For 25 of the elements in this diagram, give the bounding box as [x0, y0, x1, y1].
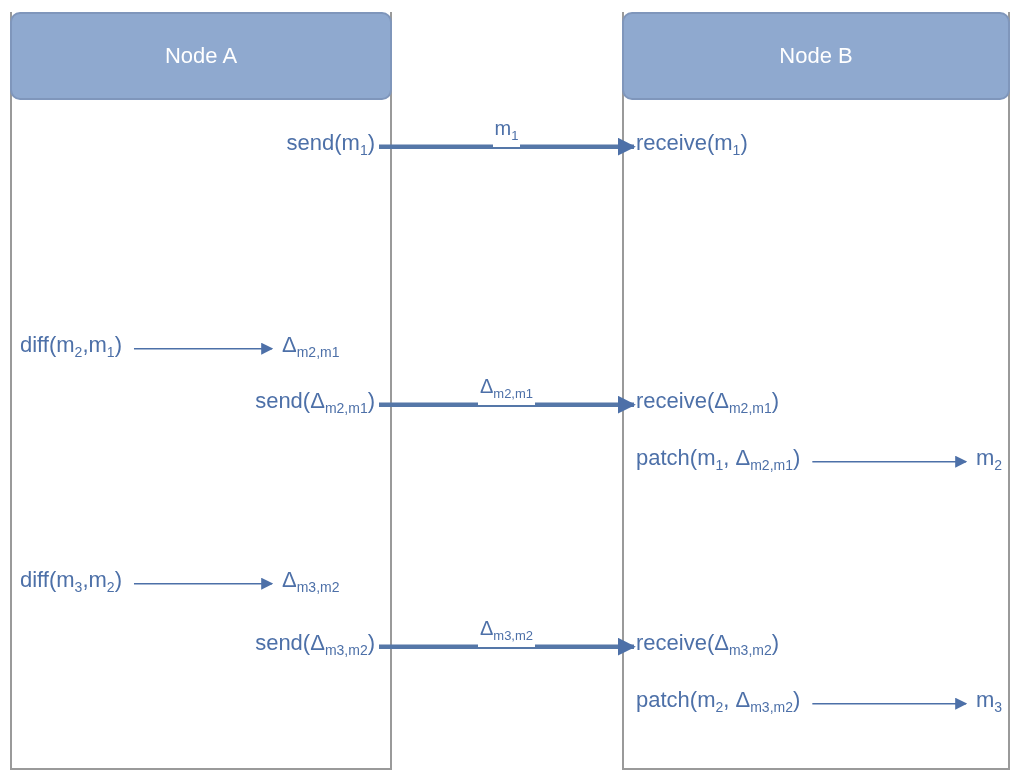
step-text: diff(m$_{2}$,m$_{1}$) — [20, 332, 122, 366]
step-text: Δ$_{m3,m2}$ — [282, 567, 340, 601]
step-text: receive(Δ$_{m2,m1}$) — [636, 388, 780, 422]
step-text: receive(m$_{1}$) — [636, 130, 748, 164]
arrow — [811, 697, 968, 710]
lane-title: Node B — [779, 43, 853, 69]
lane-title: Node A — [164, 43, 238, 69]
step-text: diff(m$_{3}$,m$_{2}$) — [20, 567, 122, 601]
step-text: Δ$_{m2,m1}$ — [282, 332, 340, 366]
arrow — [379, 637, 636, 656]
step-text: patch(m$_{2}$, Δ$_{m3,m2}$) — [636, 687, 801, 721]
step-text: send(Δ$_{m2,m1}$) — [255, 388, 375, 422]
step-text: send(m$_{1}$) — [286, 130, 375, 164]
arrow — [133, 577, 274, 590]
arrow — [379, 395, 636, 414]
arrow — [811, 455, 968, 468]
step-text: send(Δ$_{m3,m2}$) — [255, 630, 375, 664]
swimlane — [622, 12, 1010, 770]
arrow — [133, 342, 274, 355]
step-text: m$_{3}$ — [976, 687, 1003, 721]
swimlane — [10, 12, 392, 770]
arrow — [379, 137, 636, 156]
step-text: m$_{2}$ — [976, 445, 1003, 479]
step-text: patch(m$_{1}$, Δ$_{m2,m1}$) — [636, 445, 801, 479]
step-text: receive(Δ$_{m3,m2}$) — [636, 630, 780, 664]
